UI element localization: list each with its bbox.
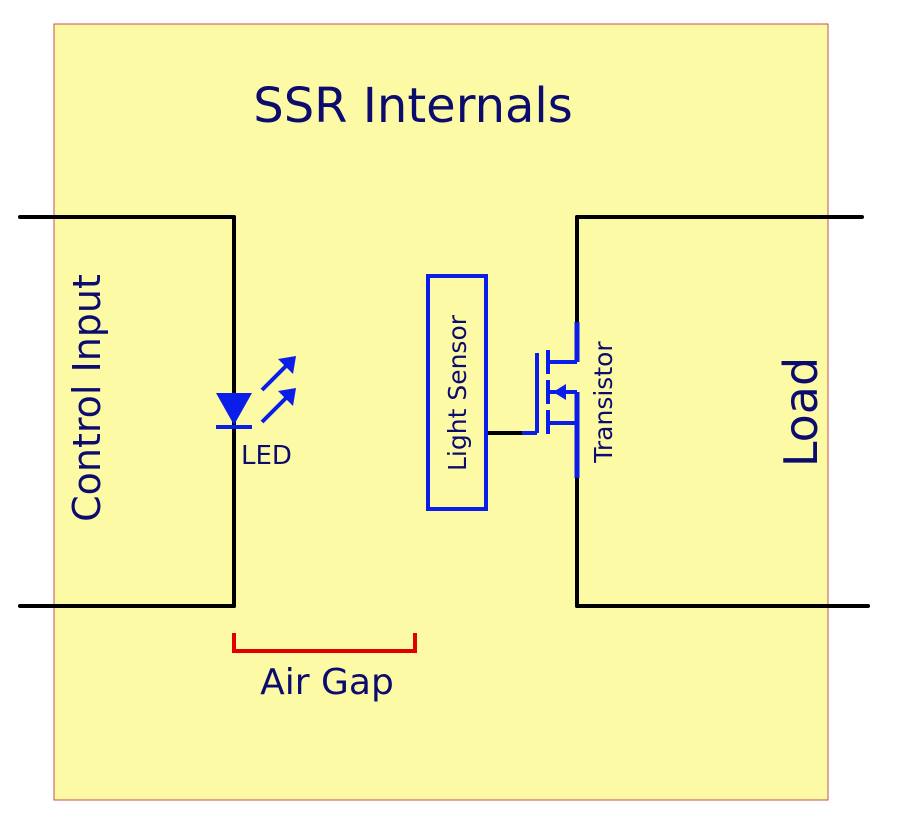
transistor-label: Transistor [589,341,618,464]
ssr-panel [53,23,829,801]
air-gap-label: Air Gap [260,662,394,703]
led-icon [216,356,296,429]
transistor-icon [522,322,580,478]
led-label: LED [241,441,292,471]
light-sensor-box [426,274,488,511]
control-input-label: Control Input [65,274,109,522]
light-sensor-label: Light Sensor [443,314,472,471]
load-wires [485,215,870,608]
air-gap-bracket [232,633,417,653]
load-label: Load [774,357,828,467]
diagram-title: SSR Internals [253,78,573,134]
